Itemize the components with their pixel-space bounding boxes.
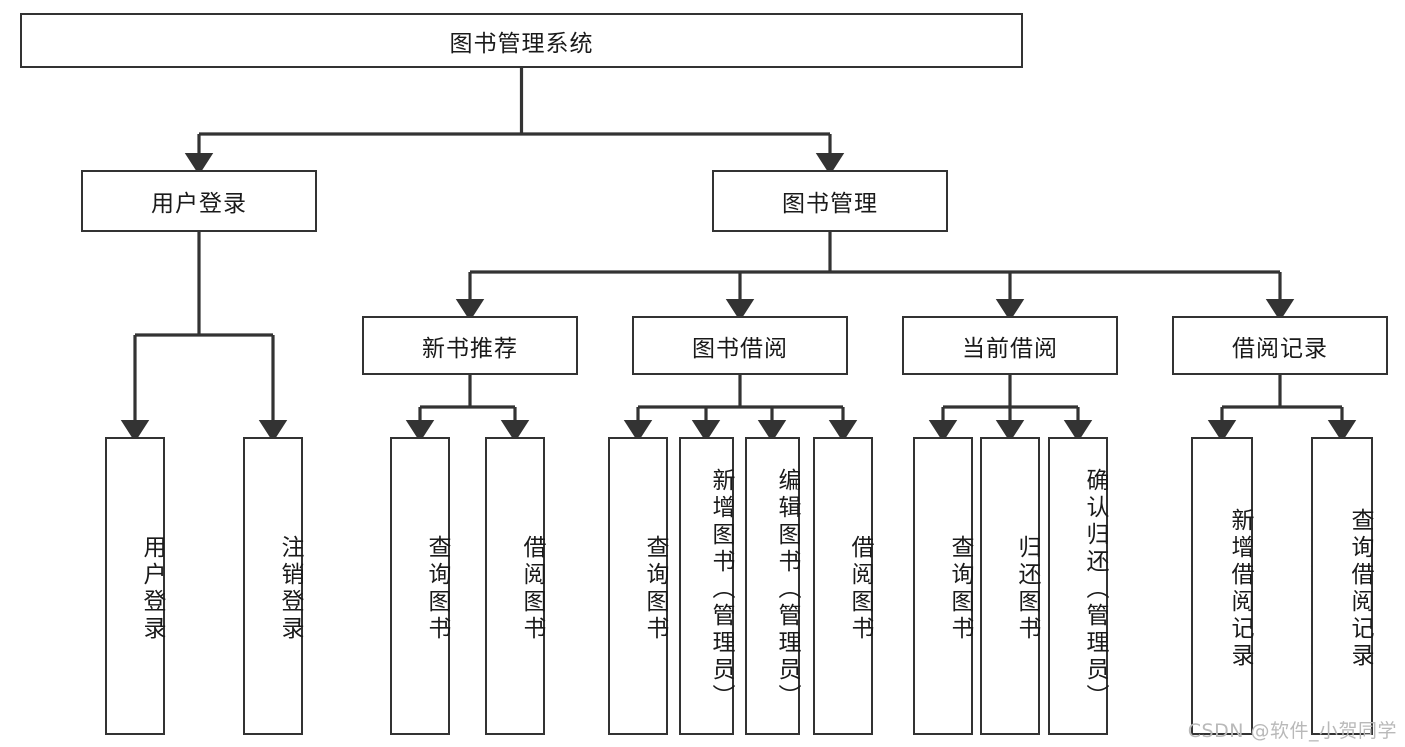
node-leaf-add-book-label: 新增图书（管理员）: [708, 467, 734, 711]
node-leaf-query-record[interactable]: 查询借阅记录: [1311, 437, 1373, 735]
node-leaf-query-record-label: 查询借阅记录: [1347, 508, 1373, 670]
node-leaf-edit-book-label: 编辑图书（管理员）: [774, 467, 800, 711]
node-book-manage[interactable]: 图书管理: [712, 170, 948, 232]
node-leaf-borrow-book-1-label: 借阅图书: [519, 535, 545, 643]
node-leaf-query-book-2[interactable]: 查询图书: [608, 437, 668, 735]
node-leaf-user-logout-label: 注销登录: [277, 535, 303, 643]
node-leaf-return-book[interactable]: 归还图书: [980, 437, 1040, 735]
node-leaf-query-book-3[interactable]: 查询图书: [913, 437, 973, 735]
node-new-book-recommend-label: 新书推荐: [422, 335, 518, 362]
node-root[interactable]: 图书管理系统: [20, 13, 1023, 68]
node-root-label: 图书管理系统: [449, 30, 594, 57]
node-leaf-add-record[interactable]: 新增借阅记录: [1191, 437, 1253, 735]
node-leaf-user-login[interactable]: 用户登录: [105, 437, 165, 735]
node-leaf-return-book-label: 归还图书: [1014, 535, 1040, 643]
watermark: CSDN @软件_小贺同学: [1187, 720, 1397, 742]
node-leaf-user-logout[interactable]: 注销登录: [243, 437, 303, 735]
node-leaf-query-book-3-label: 查询图书: [947, 535, 973, 643]
node-leaf-confirm-return[interactable]: 确认归还（管理员）: [1048, 437, 1108, 735]
node-book-borrow-label: 图书借阅: [692, 335, 788, 362]
node-leaf-add-book[interactable]: 新增图书（管理员）: [679, 437, 734, 735]
node-current-borrow[interactable]: 当前借阅: [902, 316, 1118, 375]
node-leaf-borrow-book-2[interactable]: 借阅图书: [813, 437, 873, 735]
node-leaf-query-book-1-label: 查询图书: [424, 535, 450, 643]
node-leaf-user-login-label: 用户登录: [139, 535, 165, 643]
node-new-book-recommend[interactable]: 新书推荐: [362, 316, 578, 375]
node-user-login[interactable]: 用户登录: [81, 170, 317, 232]
node-leaf-edit-book[interactable]: 编辑图书（管理员）: [745, 437, 800, 735]
node-leaf-borrow-book-1[interactable]: 借阅图书: [485, 437, 545, 735]
node-borrow-record[interactable]: 借阅记录: [1172, 316, 1388, 375]
node-leaf-add-record-label: 新增借阅记录: [1227, 508, 1253, 670]
node-book-manage-label: 图书管理: [782, 191, 878, 217]
node-leaf-query-book-1[interactable]: 查询图书: [390, 437, 450, 735]
node-leaf-confirm-return-label: 确认归还（管理员）: [1082, 467, 1108, 711]
node-leaf-borrow-book-2-label: 借阅图书: [847, 535, 873, 643]
node-leaf-query-book-2-label: 查询图书: [642, 535, 668, 643]
node-borrow-record-label: 借阅记录: [1232, 335, 1328, 362]
node-current-borrow-label: 当前借阅: [962, 335, 1058, 362]
node-user-login-label: 用户登录: [151, 191, 247, 217]
node-book-borrow[interactable]: 图书借阅: [632, 316, 848, 375]
